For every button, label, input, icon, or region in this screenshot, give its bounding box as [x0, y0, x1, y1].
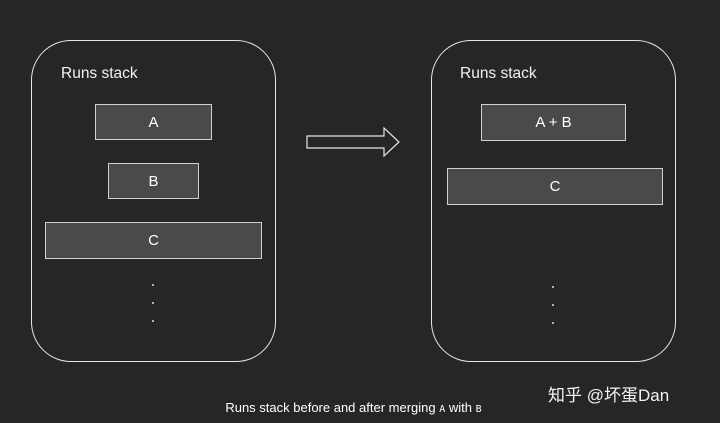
ellipsis-dot	[152, 302, 154, 304]
ellipsis-dot	[152, 320, 154, 322]
caption-prefix: Runs stack before and after merging	[225, 400, 436, 415]
figure-caption: Runs stack before and after merging A wi…	[0, 400, 707, 415]
before-stack-panel	[31, 40, 276, 362]
after-stack-title: Runs stack	[460, 65, 537, 82]
after-ellipsis	[552, 286, 554, 340]
ellipsis-dot	[552, 304, 554, 306]
caption-run-b: B	[475, 404, 482, 415]
zhihu-watermark: 知乎 @坏蛋Dan	[548, 386, 670, 405]
caption-run-a: A	[439, 404, 446, 415]
run-block-c: C	[45, 222, 262, 259]
ellipsis-dot	[552, 286, 554, 288]
merge-arrow-icon	[306, 127, 400, 157]
run-block-a: A	[95, 104, 212, 140]
before-stack-title: Runs stack	[61, 65, 138, 82]
caption-middle: with	[448, 400, 473, 415]
run-block-b: B	[108, 163, 199, 199]
ellipsis-dot	[552, 322, 554, 324]
run-block-c-after: C	[447, 168, 663, 205]
run-block-a-plus-b: A + B	[481, 104, 626, 141]
before-ellipsis	[152, 284, 154, 338]
ellipsis-dot	[152, 284, 154, 286]
after-stack-panel	[431, 40, 676, 362]
